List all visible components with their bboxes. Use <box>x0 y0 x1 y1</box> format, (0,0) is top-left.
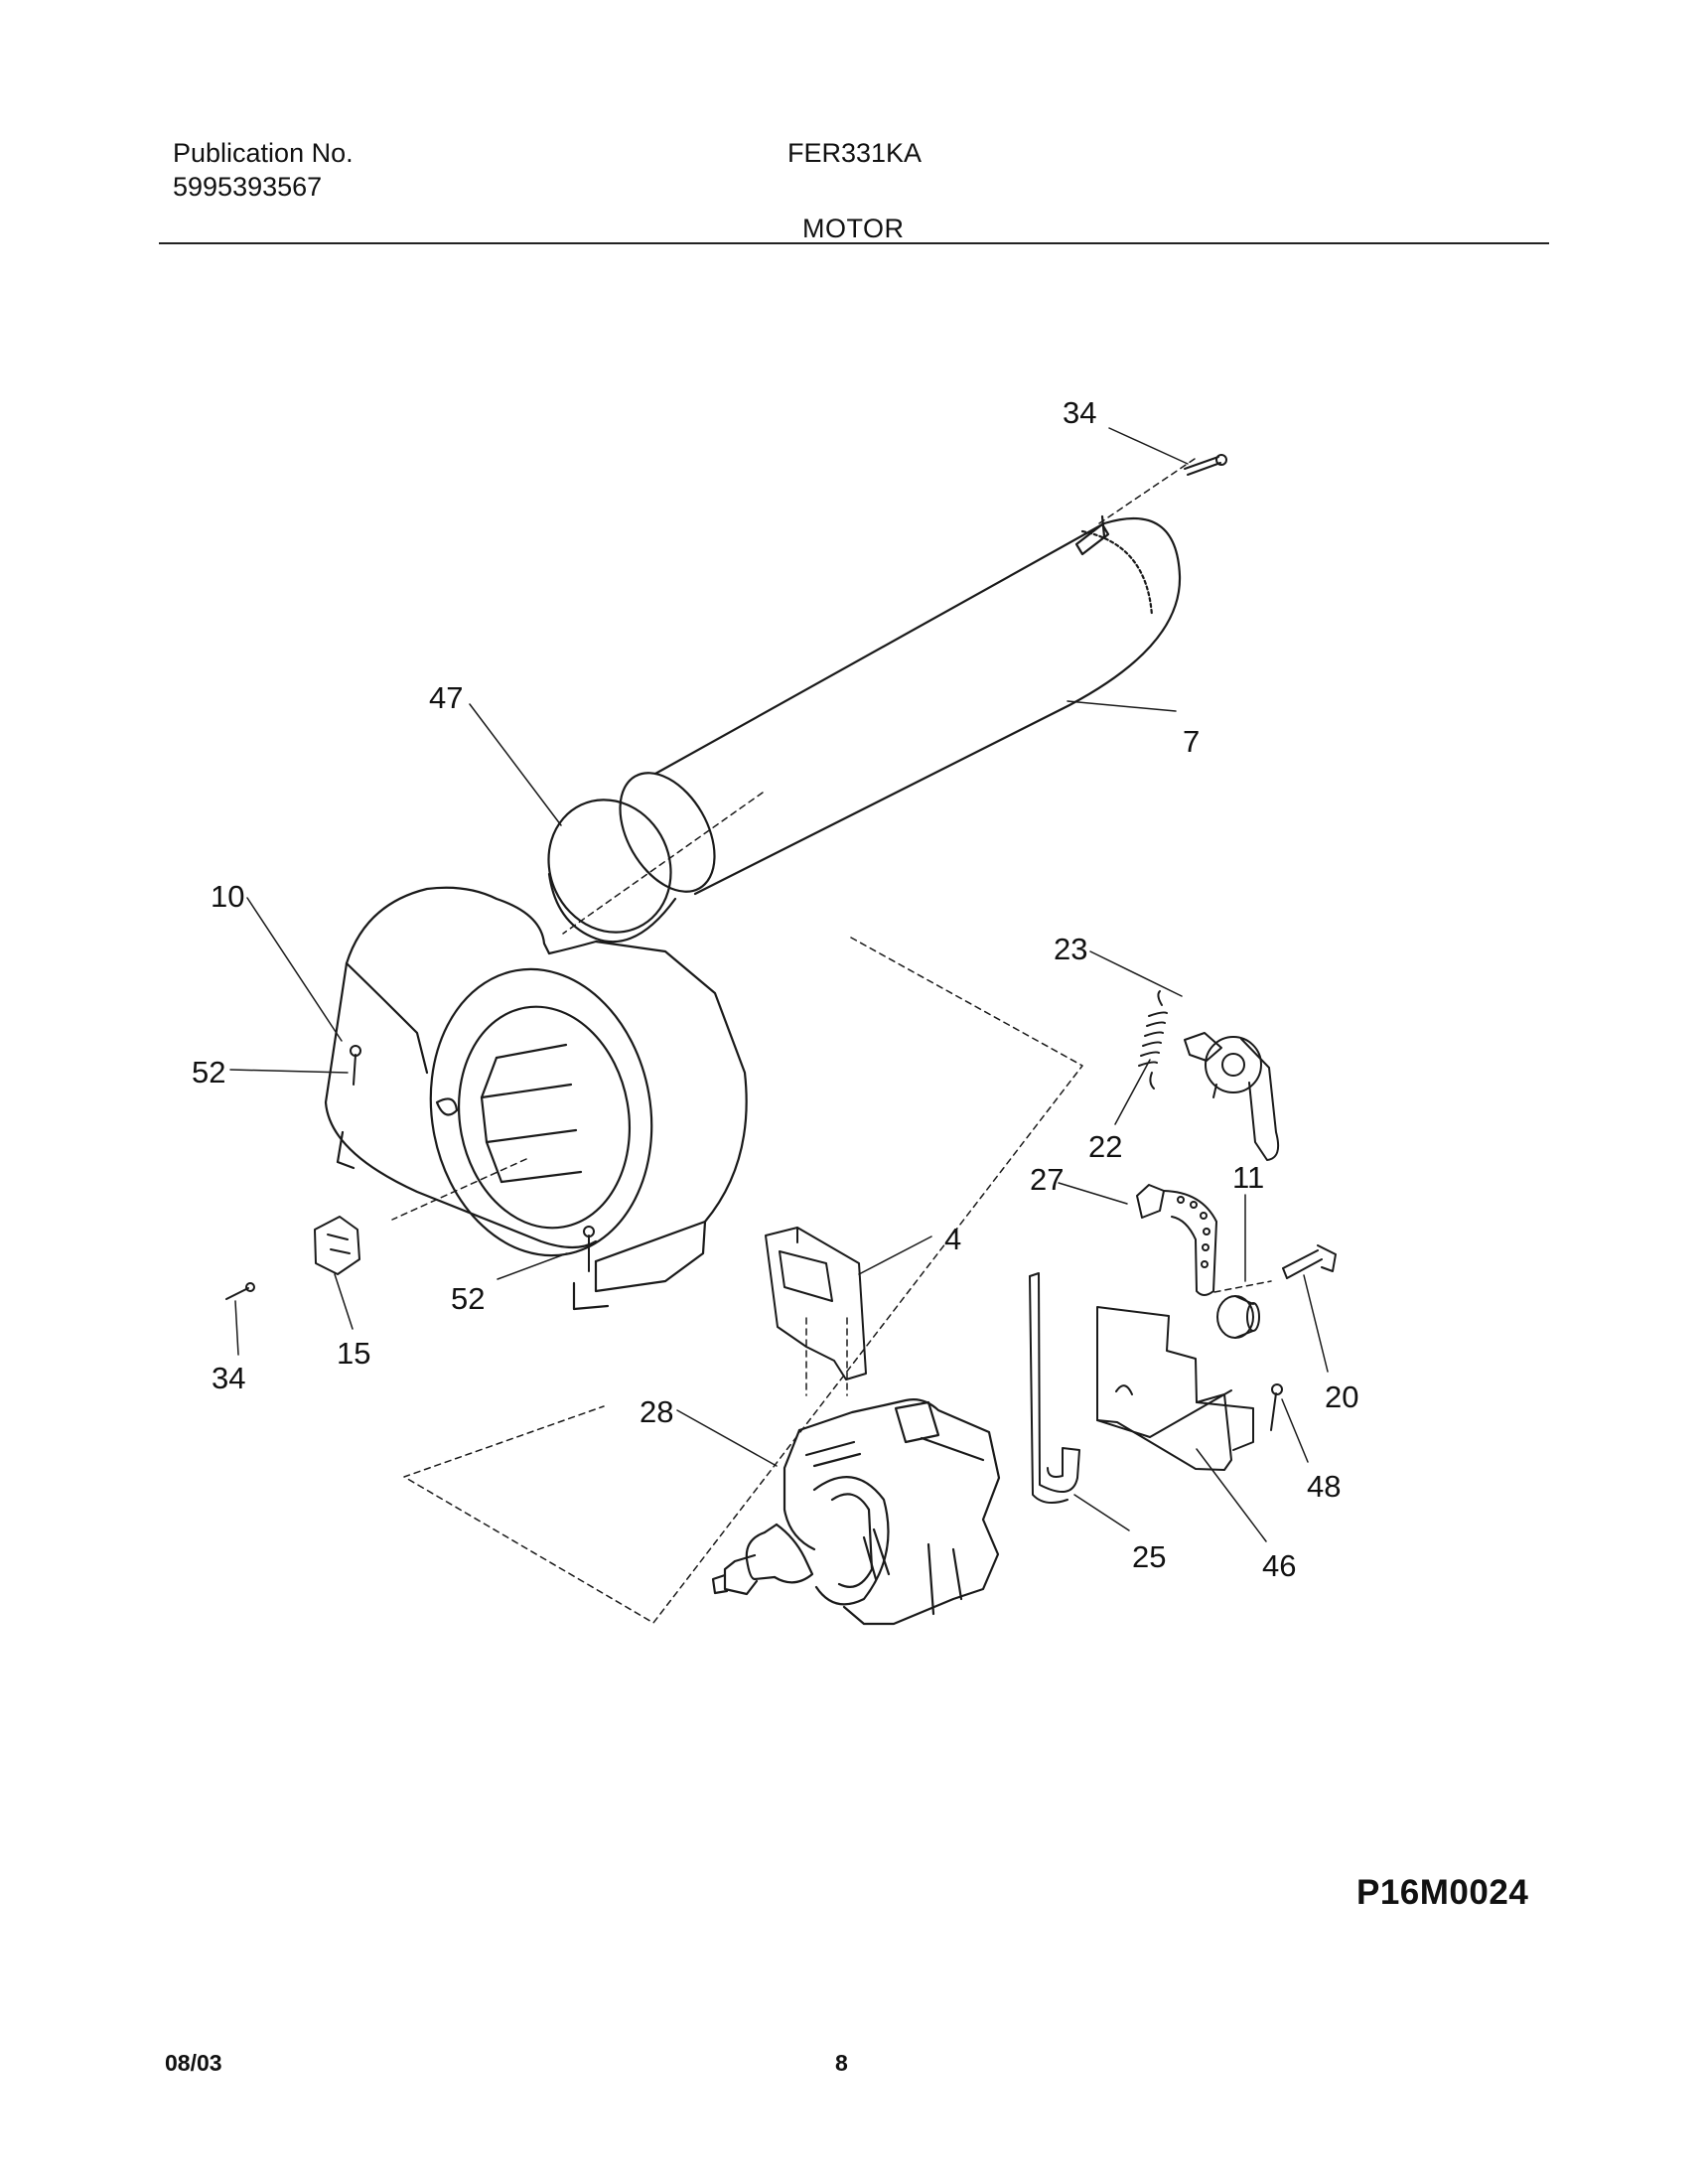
idler-pulley-assembly <box>1184 1032 1280 1161</box>
publication-date: 08/03 <box>165 2050 222 2076</box>
callout-23: 23 <box>1054 932 1087 966</box>
screws <box>225 454 1283 1431</box>
diagram-code: P16M0024 <box>1356 1873 1529 1912</box>
callout-20: 20 <box>1325 1380 1358 1414</box>
callout-10: 10 <box>211 879 244 914</box>
duct-seal-ring <box>547 799 677 944</box>
header-rule <box>159 242 1549 244</box>
callout-34: 34 <box>1063 395 1096 430</box>
callout-52: 52 <box>451 1281 485 1316</box>
motor-mount-bracket <box>1096 1306 1254 1471</box>
ground-strap <box>1029 1272 1080 1505</box>
blower-housing <box>324 886 748 1311</box>
model-number: FER331KA <box>787 138 923 168</box>
mount-bolt <box>1282 1244 1337 1279</box>
section-title: MOTOR <box>802 214 905 243</box>
publication-number: 5995393567 <box>173 172 323 202</box>
callout-34: 34 <box>212 1361 245 1395</box>
publication-label: Publication No. <box>173 138 354 168</box>
callout-48: 48 <box>1307 1469 1341 1504</box>
motor-clamp <box>1136 1184 1217 1296</box>
callout-7: 7 <box>1183 724 1200 759</box>
callout-28: 28 <box>640 1394 673 1429</box>
callout-11: 11 <box>1232 1160 1264 1195</box>
callout-47: 47 <box>429 680 463 715</box>
mount-bushing <box>1216 1295 1260 1339</box>
assembly-guide-lines <box>391 458 1272 1624</box>
callout-22: 22 <box>1088 1129 1122 1164</box>
idler-spring <box>1138 990 1168 1090</box>
motor-mount-pad <box>765 1227 867 1381</box>
callout-labels: 34 7 47 10 52 52 34 15 23 22 27 11 4 20 … <box>192 395 1358 1583</box>
callout-46: 46 <box>1262 1548 1296 1583</box>
exhaust-duct <box>619 514 1182 896</box>
callout-27: 27 <box>1030 1162 1064 1197</box>
page-number: 8 <box>835 2050 848 2076</box>
leader-lines <box>229 427 1329 1542</box>
callout-15: 15 <box>337 1336 370 1371</box>
callout-52: 52 <box>192 1055 225 1090</box>
callout-25: 25 <box>1132 1539 1166 1574</box>
callout-4: 4 <box>944 1222 961 1256</box>
thermostat <box>314 1216 360 1275</box>
drive-motor <box>711 1398 1001 1626</box>
